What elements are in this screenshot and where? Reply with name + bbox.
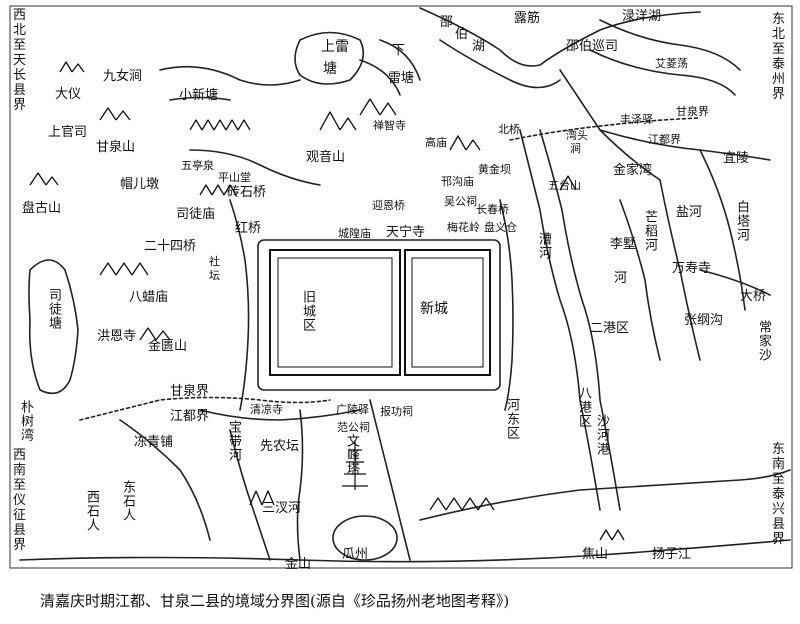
- place-dongshiren: 东石人: [120, 480, 135, 522]
- place-aiwudang: 艾菱荡: [655, 57, 688, 70]
- place-baodaihe: 宝带河: [226, 420, 241, 462]
- place-piaoshuwan: 朴树湾: [18, 400, 33, 442]
- place-hongensi: 洪恩寺: [97, 329, 137, 344]
- map-drawing: [9, 5, 793, 569]
- place-bazhamiao: 八蜡庙: [129, 290, 169, 305]
- figure-caption: 清嘉庆时期江都、甘泉二县的境域分界图(源自《珍品扬州老地图考释》): [40, 592, 510, 610]
- place-guanyinshan: 观音山: [306, 150, 346, 165]
- edge-label-southwest: 西南至仪征县界: [13, 448, 27, 553]
- edge-label-northeast: 东北至泰州界: [772, 12, 786, 102]
- place-guazhou: 瓜州: [342, 547, 369, 562]
- place-shaobo-lake-3: 湖: [472, 39, 486, 54]
- place-jinshan: 金山: [285, 557, 312, 572]
- place-maoerdun: 帽儿墩: [120, 177, 160, 192]
- place-yanhe: 盐河: [676, 205, 703, 220]
- place-erganggqu: 二港区: [590, 321, 630, 336]
- place-chenghuangmiao: 城隍庙: [338, 227, 371, 240]
- place-xishiren: 西石人: [84, 490, 99, 532]
- place-daqiao: 大桥: [740, 289, 767, 304]
- edge-label-southeast: 东南至泰兴县界: [772, 442, 786, 547]
- place-wenfengta: 文峰塔: [344, 434, 359, 476]
- place-baitahe: 白塔河: [734, 200, 749, 242]
- place-caohe: 漕河: [536, 232, 551, 260]
- place-fengzeyi: 丰泽驿: [620, 113, 653, 126]
- place-wantoujian-2: 涧: [570, 142, 581, 155]
- place-ganquanshan: 甘泉山: [96, 140, 136, 155]
- place-jinjiawan: 金家湾: [613, 163, 653, 178]
- place-bayicang: 盘义仓: [484, 221, 517, 234]
- place-gaomiao: 高庙: [425, 136, 447, 149]
- place-lujin: 露筋: [514, 11, 541, 26]
- place-xiannongtan: 先农坛: [260, 439, 300, 454]
- place-xialeitang-2: 雷塘: [388, 71, 415, 86]
- place-ganquanjie-ne: 甘泉界: [676, 105, 709, 118]
- place-shangleitang-1: 上雷: [320, 39, 350, 55]
- place-zhanganggou: 张纲沟: [684, 313, 724, 328]
- place-tianningsi: 天宁寺: [386, 225, 426, 240]
- place-shangguansi: 上官司: [48, 125, 88, 140]
- place-pingshantang: 平山堂: [218, 171, 251, 184]
- place-xugoumiao: 邗沟庙: [441, 175, 474, 188]
- place-jiaoshan: 焦山: [582, 547, 609, 562]
- place-shetan-1: 社: [209, 255, 220, 268]
- place-jiunvjian: 九女涧: [103, 69, 143, 84]
- place-yiling: 宜陵: [723, 151, 750, 166]
- place-sanchahe: 三汊河: [262, 501, 302, 516]
- place-dongqingpu: 冻青铺: [134, 435, 174, 450]
- place-lishuhe-1: 李墅: [610, 237, 637, 252]
- place-mangdaohe: 芒稻河: [642, 210, 657, 252]
- place-hedongqu: 河东区: [504, 398, 519, 440]
- place-changchunqiao: 长春桥: [476, 203, 509, 216]
- place-chanzhisi: 禅智寺: [373, 119, 406, 132]
- place-changjiasha: 常家沙: [756, 320, 771, 362]
- place-daiyi: 大仪: [55, 87, 82, 102]
- place-lishuhe-2: 河: [614, 271, 628, 286]
- place-shaobo-lake-1: 邵: [440, 15, 454, 30]
- place-huangjinba: 黄金坝: [478, 163, 511, 176]
- place-guanglingyi: 广陵驿: [336, 403, 369, 416]
- place-jiangdujie-ne: 江都界: [648, 133, 681, 146]
- place-yingensi: 迎恩桥: [372, 199, 405, 212]
- place-shahegang: 沙河港: [594, 414, 609, 456]
- edge-label-northwest: 西北至天长县界: [13, 8, 27, 113]
- place-ershisiqiao: 二十四桥: [144, 239, 197, 254]
- place-jiangdujie-w: 江都界: [170, 409, 210, 424]
- place-meihualing: 梅花岭: [447, 221, 480, 234]
- place-panguanshan: 盘古山: [22, 201, 62, 216]
- place-shangleitang-2: 塘: [322, 61, 338, 77]
- place-zhuanshiqiao: 砖石桥: [227, 185, 267, 200]
- place-yangzijiang: 扬子江: [652, 547, 692, 562]
- place-wantoujian-1: 湾头: [566, 129, 588, 142]
- place-fangongsi: 范公祠: [337, 421, 370, 434]
- place-qingliangsi: 清凉寺: [250, 403, 283, 416]
- place-xincheng: 新城: [420, 301, 448, 317]
- place-beiqiao: 北桥: [498, 123, 520, 136]
- place-wutaishan: 五台山: [548, 179, 581, 192]
- place-luyangwu: 渌洋湖: [622, 9, 662, 24]
- place-ganquanjie-w: 甘泉界: [170, 384, 210, 399]
- place-baogongci: 报功祠: [380, 405, 413, 418]
- place-wujiaci: 吴公祠: [444, 195, 477, 208]
- place-situtang: 司徒塘: [46, 288, 61, 330]
- place-wanshousi: 万寿寺: [672, 261, 712, 276]
- place-shaobo-lake-2: 伯: [455, 27, 469, 42]
- place-xialeitang-1: 下: [392, 43, 406, 58]
- place-shaobo-inspect: 邵伯巡司: [566, 39, 619, 54]
- place-jinkuangshan: 金匮山: [148, 339, 188, 354]
- place-shetan-2: 坛: [209, 269, 220, 282]
- place-hongqiao: 红桥: [235, 221, 262, 236]
- place-xiaoxintang: 小新塘: [179, 88, 219, 103]
- place-wutingquan: 五亭泉: [181, 159, 214, 172]
- place-bagangqu: 八港区: [576, 386, 591, 428]
- place-situmiao: 司徒庙: [176, 207, 216, 222]
- place-jiuchengqu: 旧城区: [300, 290, 315, 332]
